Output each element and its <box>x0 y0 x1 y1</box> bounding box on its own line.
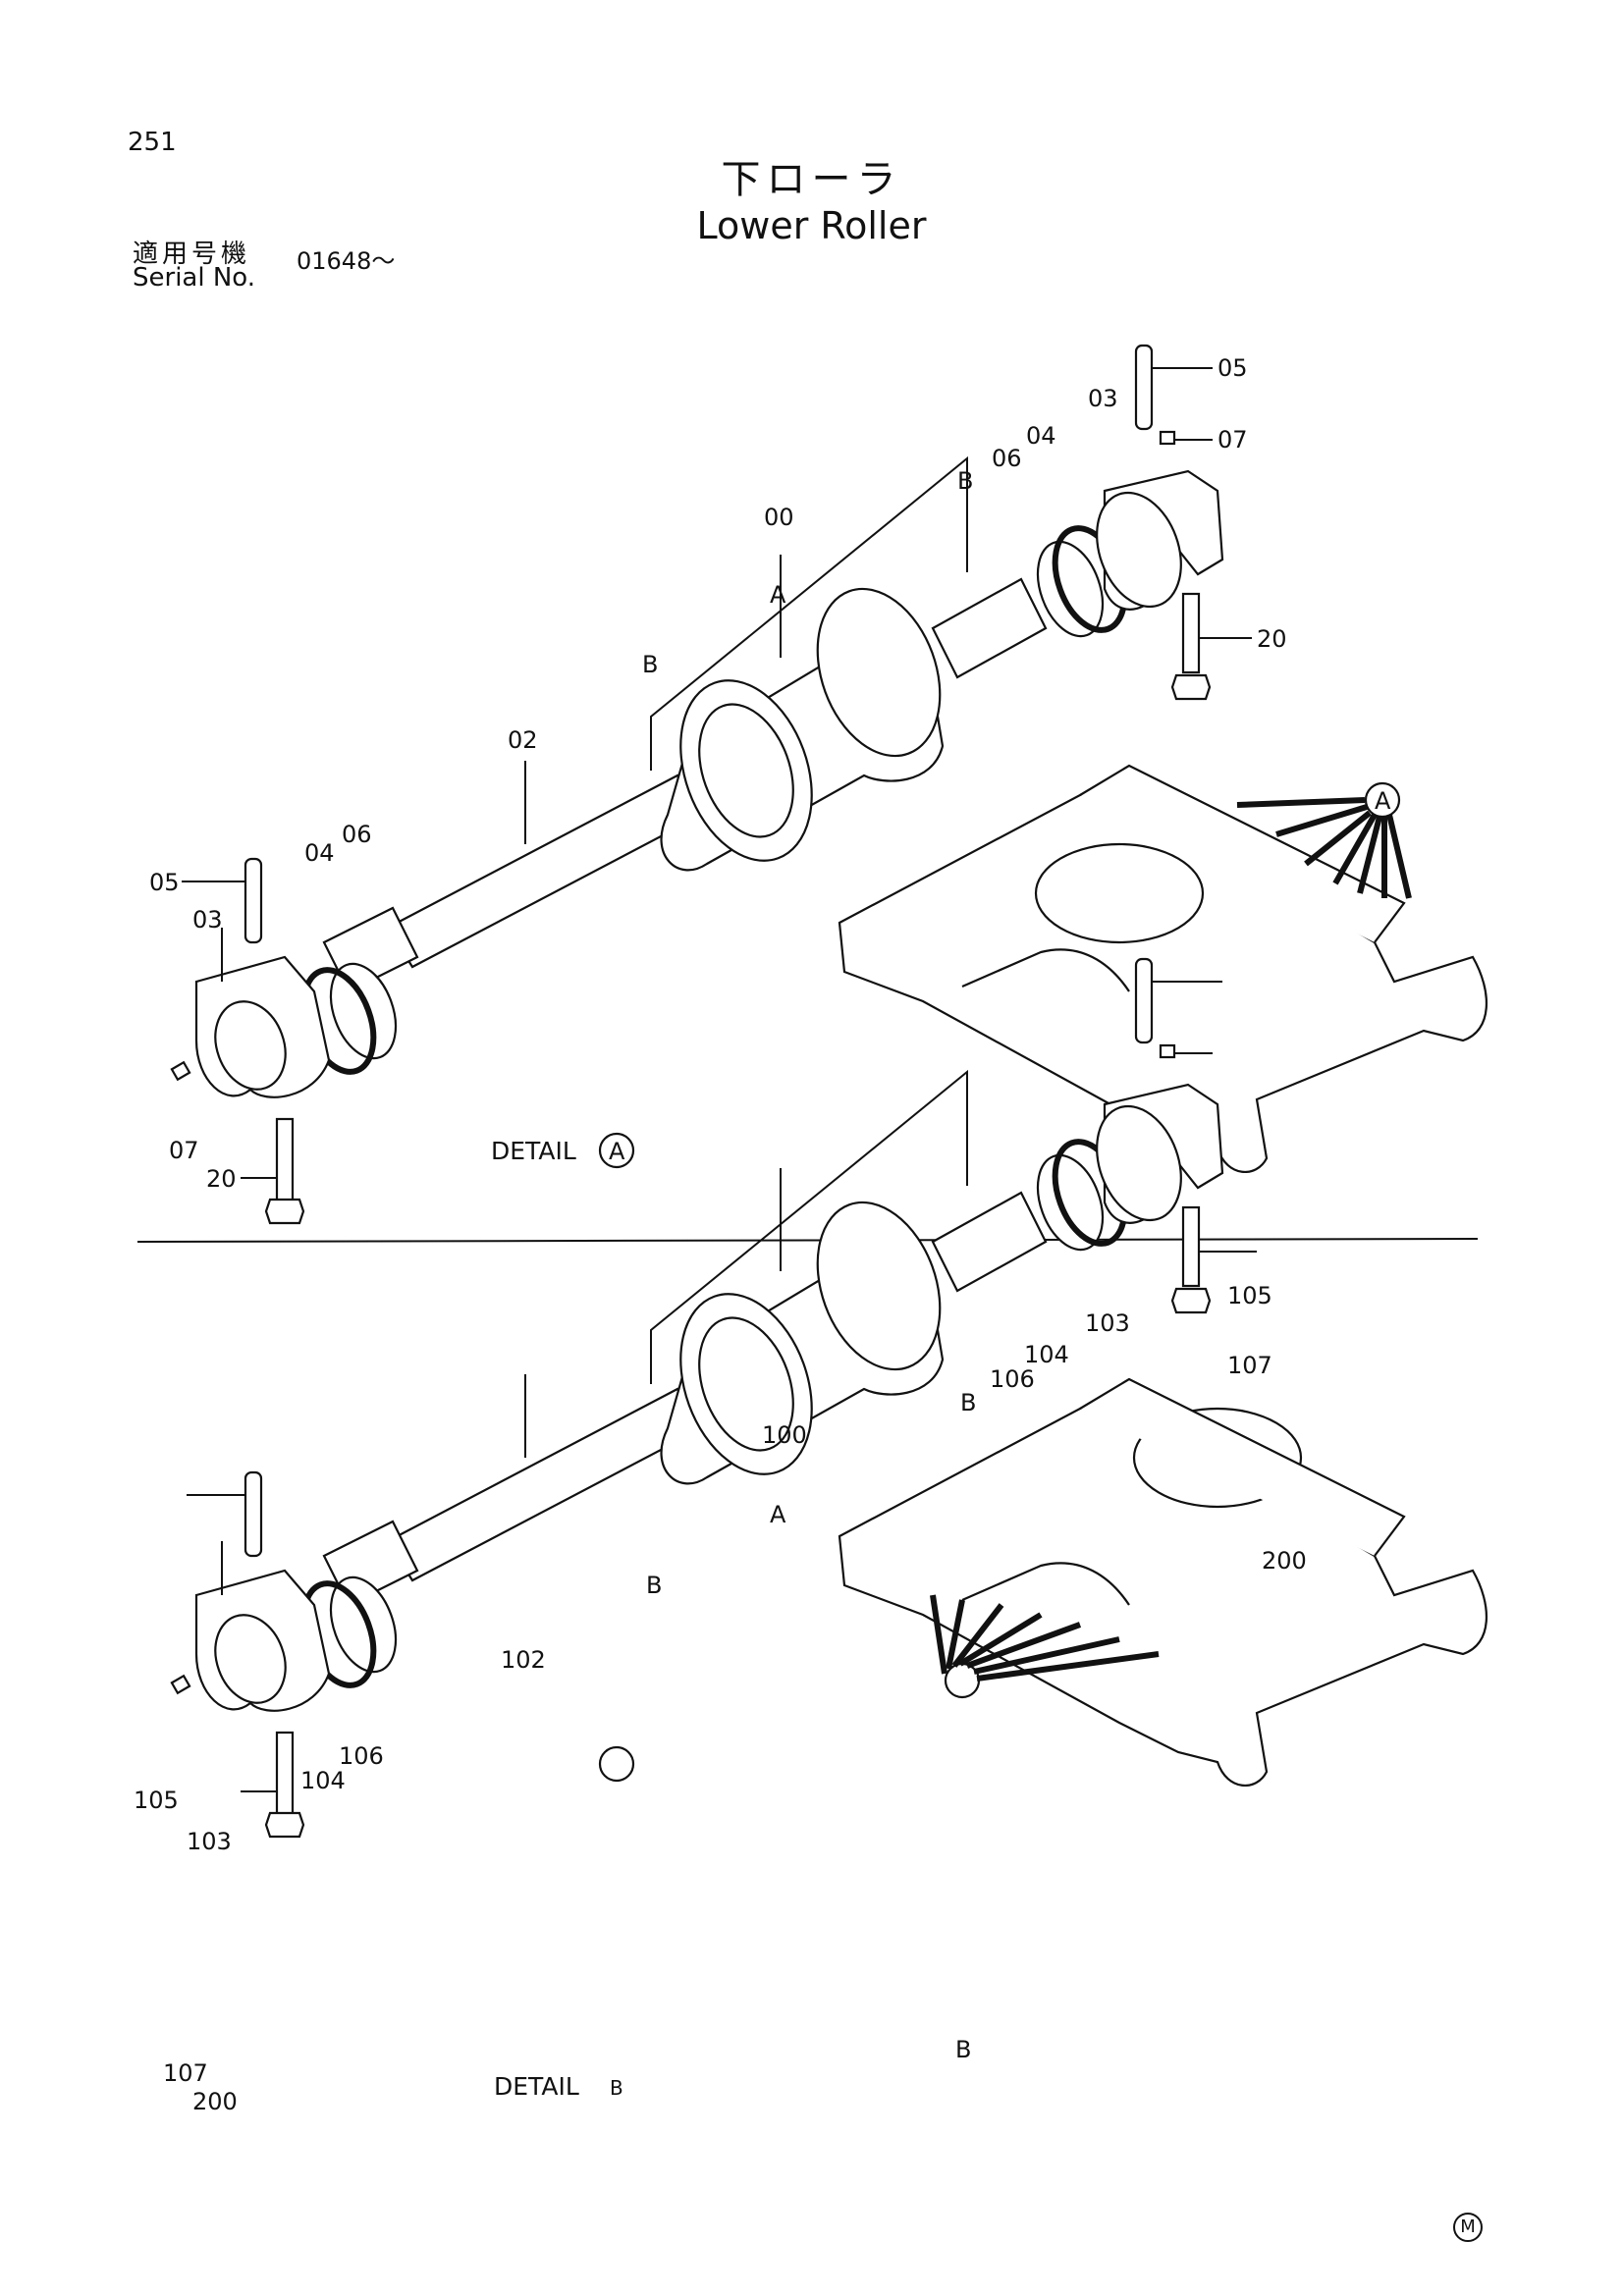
bracket-bore-a-right <box>1096 491 1182 609</box>
pin-05-a-right <box>1134 344 1154 431</box>
label-07-top: 07 <box>1217 426 1248 454</box>
screw-07-a-right <box>1159 430 1176 446</box>
label-02: 02 <box>508 726 538 754</box>
screw-07-a-left <box>170 1060 191 1082</box>
labels-detail-a: 05 07 03 04 06 20 B 00 A B 02 05 04 06 0… <box>149 354 1391 1193</box>
label-07-left: 07 <box>169 1137 199 1164</box>
detail-b-group <box>170 957 1488 1839</box>
detail-b-caption-circle <box>598 1745 635 1783</box>
label-104-top: 104 <box>1024 1341 1069 1368</box>
bolt-head-20-a-left <box>264 1198 305 1225</box>
screw-107-b-left <box>170 1674 191 1695</box>
bolt-head-200-b-right <box>1170 1287 1212 1314</box>
label-105-left: 105 <box>134 1787 179 1814</box>
manufacturer-mark: M <box>1453 2213 1483 2242</box>
track-frame-a-rail <box>1079 764 1406 943</box>
label-200-top: 200 <box>1262 1547 1307 1575</box>
detail-a-caption-circle <box>598 1132 635 1169</box>
shaft-end-a-right <box>931 577 1048 679</box>
label-100: 100 <box>762 1421 807 1449</box>
bracket-bore-a-left <box>214 1000 287 1091</box>
page-number: 251 <box>128 128 177 157</box>
marker-a-rays <box>1236 797 1412 899</box>
detail-a-group <box>170 344 1488 1225</box>
roller-hub-b-left <box>698 1316 794 1452</box>
bolt-20-a-right <box>1181 592 1201 674</box>
label-103-top: 103 <box>1085 1309 1130 1337</box>
label-06-top: 06 <box>992 445 1022 472</box>
page-title-jp: 下ローラ <box>721 157 902 202</box>
track-frame-a-cross <box>961 948 1130 992</box>
label-107-left: 107 <box>163 2059 208 2087</box>
label-20-top: 20 <box>1257 625 1287 653</box>
bracket-bore-b-left <box>214 1614 287 1704</box>
group-line-a <box>650 455 968 771</box>
roller-flange-b-right <box>816 1201 942 1371</box>
marker-b-letter: B <box>955 2036 971 2063</box>
bolt-head-200-b-left <box>264 1811 305 1839</box>
label-04-top: 04 <box>1026 422 1056 450</box>
label-05-left: 05 <box>149 869 180 896</box>
label-107-top: 107 <box>1227 1352 1272 1379</box>
label-103-left: 103 <box>187 1828 232 1855</box>
pin-05-a-left <box>243 857 263 944</box>
group-line-b <box>650 1069 968 1384</box>
shaft-b <box>386 1387 704 1582</box>
serial-label-jp: 適用号機 <box>133 240 251 269</box>
seal-06-a-left <box>329 962 398 1060</box>
label-05-top: 05 <box>1217 354 1248 382</box>
detail-b-caption: DETAIL <box>494 2072 579 2101</box>
shaft-a <box>386 774 704 969</box>
shaft-end-b-right <box>931 1191 1048 1293</box>
label-b-left-b: B <box>646 1572 662 1599</box>
label-00: 00 <box>764 504 794 531</box>
labels-detail-b: 105 107 103 104 106 200 B 100 A B 102 10… <box>134 1282 1307 2115</box>
screw-107-b-right <box>1159 1043 1176 1059</box>
label-104-left: 104 <box>300 1767 346 1794</box>
serial-value: 01648～ <box>297 247 396 275</box>
detail-a-caption-letter: A <box>609 1138 625 1165</box>
bolt-20-a-left <box>275 1117 295 1204</box>
roller-flange-a-right <box>816 587 942 758</box>
seal-106-b-left <box>329 1575 398 1674</box>
label-03-top: 03 <box>1088 385 1118 412</box>
pin-105-b-right <box>1134 957 1154 1044</box>
track-frame-b-rail <box>1079 1377 1406 1557</box>
page-title-en: Lower Roller <box>696 204 927 247</box>
label-b-left-a: B <box>642 651 658 678</box>
label-a-a: A <box>770 581 786 609</box>
detail-b-caption-marker: B <box>610 2076 623 2100</box>
label-105-top: 105 <box>1227 1282 1272 1309</box>
label-102: 102 <box>501 1646 546 1674</box>
label-06-left: 06 <box>342 821 372 848</box>
serial-label-en: Serial No. <box>133 263 255 293</box>
label-03-left: 03 <box>192 906 223 934</box>
track-frame-a-swivel <box>1034 842 1205 944</box>
label-20-left: 20 <box>206 1165 237 1193</box>
label-b-right-b: B <box>960 1389 976 1416</box>
label-04-left: 04 <box>304 839 335 867</box>
bracket-bore-b-right <box>1096 1104 1182 1222</box>
label-106-top: 106 <box>990 1365 1035 1393</box>
label-a-b: A <box>770 1501 786 1528</box>
detail-a-caption: DETAIL <box>491 1137 576 1165</box>
bolt-200-b-left <box>275 1731 295 1818</box>
section-divider <box>136 1238 1479 1243</box>
pin-105-b-left <box>243 1470 263 1558</box>
track-frame-b <box>838 1397 1488 1787</box>
label-200-left: 200 <box>192 2088 238 2115</box>
bolt-200-b-right <box>1181 1205 1201 1288</box>
roller-hub-a-left <box>698 703 794 838</box>
label-106-left: 106 <box>339 1742 384 1770</box>
track-frame-b-cross <box>961 1562 1130 1606</box>
marker-a-letter: A <box>1375 787 1391 815</box>
bolt-head-20-a-right <box>1170 673 1212 701</box>
marker-b-rays <box>930 1594 1160 1682</box>
label-b-right-a: B <box>957 467 973 495</box>
